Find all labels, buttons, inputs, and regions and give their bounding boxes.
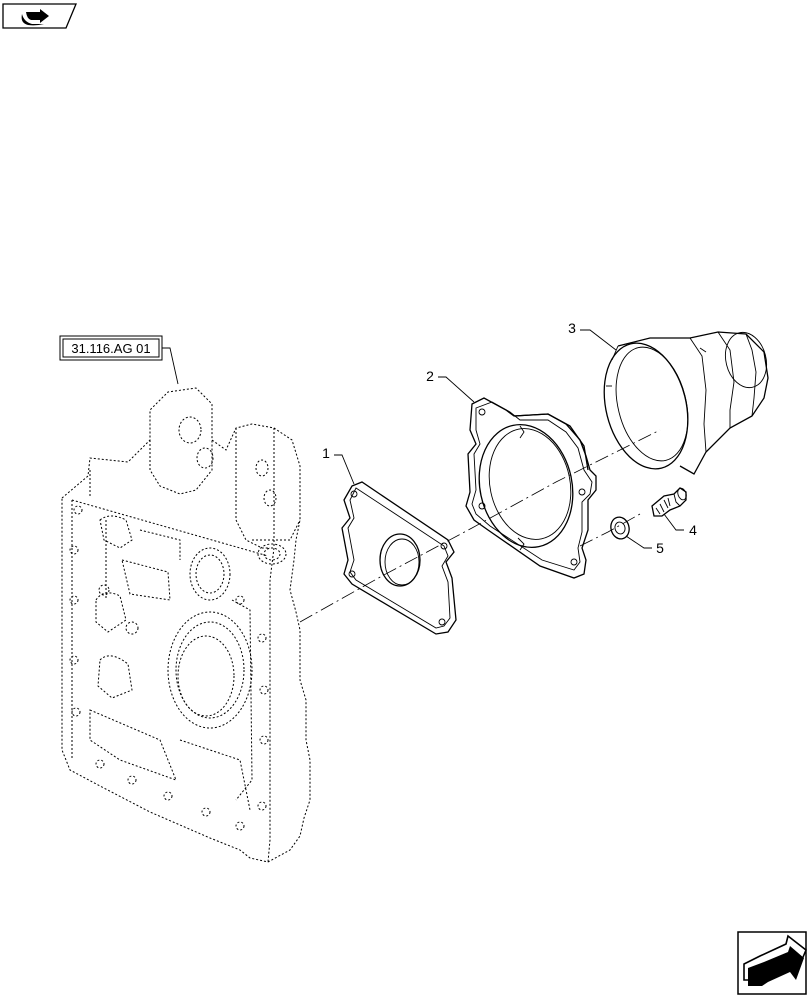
- svg-text:4: 4: [689, 522, 697, 538]
- callout-3: 3: [568, 320, 617, 351]
- callout-2: 2: [426, 368, 475, 403]
- callout-1: 1: [322, 445, 355, 485]
- book-nav-icon[interactable]: [2, 3, 77, 29]
- bell-cover-part-3[interactable]: [592, 328, 772, 478]
- reference-label: 31.116.AG 01: [71, 341, 150, 356]
- bolt-axis-line: [579, 513, 641, 547]
- reference-leader-line: [162, 347, 179, 385]
- washer-part-5[interactable]: [608, 515, 631, 541]
- bolt-part-4[interactable]: [651, 487, 688, 517]
- transmission-housing-phantom: [61, 387, 311, 863]
- assembly-axis-line: [299, 429, 661, 623]
- adapter-housing-part-2[interactable]: [465, 397, 597, 579]
- callout-5: 5: [625, 535, 664, 556]
- gasket-plate-part-1[interactable]: [341, 481, 457, 635]
- svg-text:2: 2: [426, 368, 434, 384]
- reference-label-box[interactable]: 31.116.AG 01: [59, 335, 163, 361]
- svg-text:5: 5: [656, 540, 664, 556]
- next-page-nav-icon[interactable]: [737, 931, 807, 995]
- callout-4: 4: [663, 513, 697, 538]
- svg-text:1: 1: [322, 445, 330, 461]
- svg-text:3: 3: [568, 320, 576, 336]
